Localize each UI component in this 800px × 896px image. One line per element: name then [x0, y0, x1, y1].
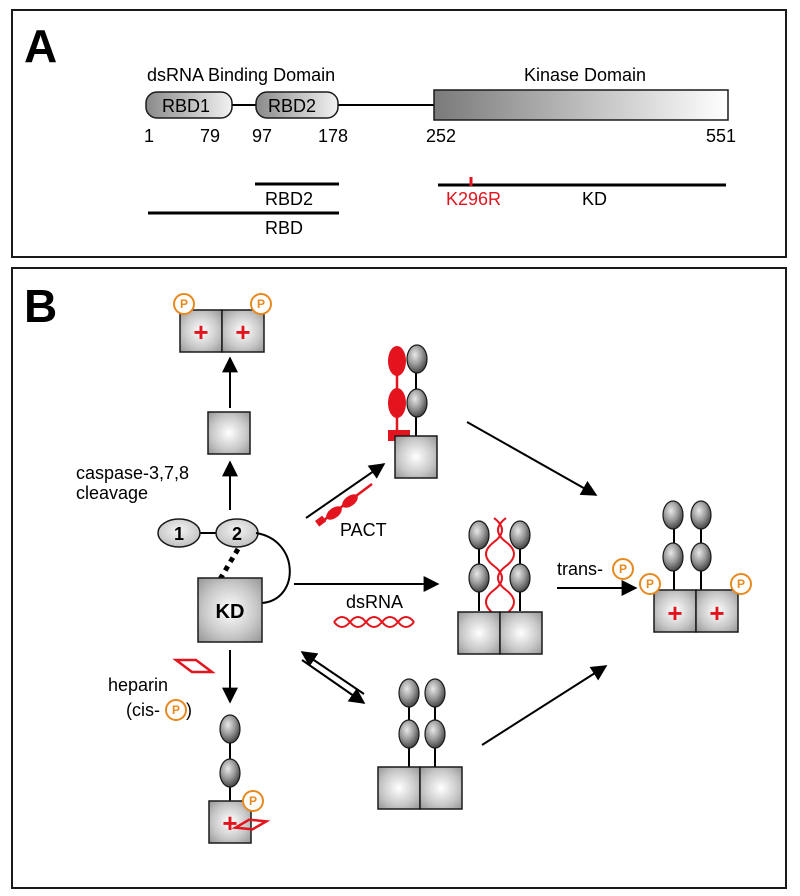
phospho-letter: P	[619, 562, 627, 576]
k296r-label: K296R	[446, 189, 501, 209]
cis-label-open: (cis-	[126, 700, 160, 720]
pact-molecule	[315, 483, 373, 527]
pact-label: PACT	[340, 520, 387, 540]
pact-bound-pkr	[388, 344, 438, 479]
plus-sign: +	[235, 317, 250, 347]
domain-1-oval	[157, 518, 201, 548]
active-phospho-dimer: + + P P	[639, 500, 752, 633]
cis-label-close: )	[186, 700, 192, 720]
rbd1-label: RBD1	[162, 96, 210, 116]
panel-b-letter: B	[24, 280, 57, 332]
heparin-label: heparin	[108, 675, 168, 695]
dsrna-binding-domain-label: dsRNA Binding Domain	[147, 65, 335, 85]
rbd2-domain	[255, 91, 339, 119]
phospho-letter: P	[257, 297, 265, 311]
plus-sign: +	[222, 808, 237, 838]
arrow-pact-to-active	[466, 421, 598, 496]
plus-sign: +	[709, 598, 724, 628]
kinase-domain-label: Kinase Domain	[524, 65, 646, 85]
kd-box	[197, 577, 263, 643]
position-252: 252	[426, 126, 456, 146]
trans-label: trans-	[557, 559, 603, 579]
panel-a-frame	[11, 9, 787, 258]
phospho-letter: P	[172, 703, 180, 717]
arrow-reverse-equilibrium	[300, 651, 365, 695]
cleavage-label: cleavage	[76, 483, 148, 503]
position-1: 1	[144, 126, 154, 146]
plus-sign: +	[667, 598, 682, 628]
domain-2-label: 2	[232, 524, 242, 544]
kd-label: KD	[216, 601, 245, 623]
rbd-construct-label: RBD	[265, 218, 303, 238]
caspase-label: caspase-3,7,8	[76, 463, 189, 483]
phospho-letter: P	[737, 577, 745, 591]
rbd1-domain	[145, 91, 233, 119]
heparin-bound-pkr: + P	[208, 714, 271, 844]
cleaved-kd	[207, 411, 251, 455]
dsrna-helix-icon	[333, 616, 415, 628]
position-97: 97	[252, 126, 272, 146]
dsrna-label: dsRNA	[346, 592, 403, 612]
arrow-to-pact	[305, 463, 386, 519]
position-178: 178	[318, 126, 348, 146]
phospho-letter: P	[646, 577, 654, 591]
top-phospho-dimer: + + P P	[173, 293, 272, 353]
rbd2-label: RBD2	[268, 96, 316, 116]
phospho-letter: P	[180, 297, 188, 311]
position-551: 551	[706, 126, 736, 146]
rbd2-construct-label: RBD2	[265, 189, 313, 209]
inactive-dimer	[377, 678, 463, 810]
plus-sign: +	[193, 317, 208, 347]
panel-a-letter: A	[24, 20, 57, 72]
panel-b-frame	[11, 267, 787, 889]
arrow-forward-equilibrium	[301, 659, 366, 704]
dsrna-bound-dimer	[457, 517, 543, 655]
phospho-letter: P	[249, 794, 257, 808]
kd-construct-label: KD	[582, 189, 607, 209]
kinase-domain	[433, 89, 729, 121]
arrow-dimer-to-active	[481, 665, 608, 746]
autoinhibition-dashed	[213, 547, 241, 588]
position-79: 79	[200, 126, 220, 146]
linker-curve	[255, 532, 291, 604]
latent-pkr: 1 2 KD	[157, 518, 291, 643]
domain-1-label: 1	[174, 524, 184, 544]
heparin-icon	[172, 658, 216, 674]
